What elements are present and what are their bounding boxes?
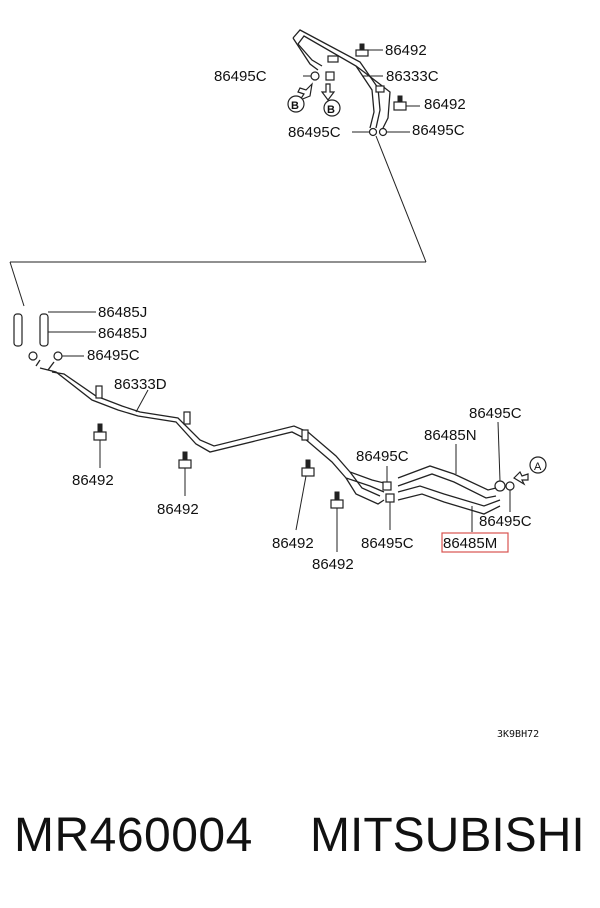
top-bolt-a: [355, 43, 369, 57]
label-86485m: 86485M: [443, 535, 497, 552]
arrow-b1-icon: [287, 82, 313, 113]
part-number: MR460004: [14, 809, 253, 862]
label-86495c-mid: 86495C: [356, 448, 409, 465]
top-clip-bottom: [368, 127, 388, 137]
top-clip-mid: [325, 71, 335, 81]
label-top-86495c-br: 86495C: [412, 122, 465, 139]
marker-b2: B: [327, 104, 335, 116]
footer: MR460004 MITSUBISHI: [0, 808, 600, 868]
bolt-3: [301, 459, 315, 477]
hose-86485n: [397, 465, 497, 499]
upper-pipe-assembly: [292, 29, 391, 129]
label-86495c-right-top: 86495C: [469, 405, 522, 422]
hose-86485m: [397, 485, 501, 515]
label-86333d: 86333D: [114, 376, 167, 393]
clip-mid-a: [382, 481, 392, 491]
clip-left-b: [53, 351, 63, 361]
highlight-86485m: [441, 532, 509, 553]
label-86485j-a: 86485J: [98, 304, 147, 321]
label-bolt-1: 86492: [72, 472, 114, 489]
clip-right-b: [505, 481, 515, 491]
label-top-86495c-left: 86495C: [214, 68, 267, 85]
bolt-4: [330, 491, 344, 509]
label-bolt-4: 86492: [312, 556, 354, 573]
label-bolt-2: 86492: [157, 501, 199, 518]
label-top-86333c: 86333C: [386, 68, 439, 85]
hose-86485j-a: [13, 313, 23, 347]
hose-86485j-b: [39, 313, 49, 347]
clip-right-a: [494, 480, 506, 492]
bolt-1: [93, 423, 107, 441]
label-86485n: 86485N: [424, 427, 477, 444]
label-top-86492-a: 86492: [385, 42, 427, 59]
marker-b1: B: [291, 100, 299, 112]
clip-mid-b: [385, 493, 395, 503]
diagram-code: 3K9BH72: [497, 729, 539, 740]
top-bolt-b: [393, 95, 407, 111]
label-top-86492-b: 86492: [424, 96, 466, 113]
marker-a: A: [534, 461, 542, 473]
arrow-b2-icon: [320, 83, 341, 117]
top-clip-left: [310, 71, 320, 81]
clip-left-a: [28, 351, 38, 361]
label-86495c-left: 86495C: [87, 347, 140, 364]
arrow-a-icon: [513, 456, 547, 486]
label-top-86495c-bl: 86495C: [288, 124, 341, 141]
label-86485j-b: 86485J: [98, 325, 147, 342]
brand-name: MITSUBISHI: [310, 809, 585, 862]
bolt-2: [178, 451, 192, 469]
label-86495c-mid-low: 86495C: [361, 535, 414, 552]
label-86495c-right-low: 86495C: [479, 513, 532, 530]
label-bolt-3: 86492: [272, 535, 314, 552]
